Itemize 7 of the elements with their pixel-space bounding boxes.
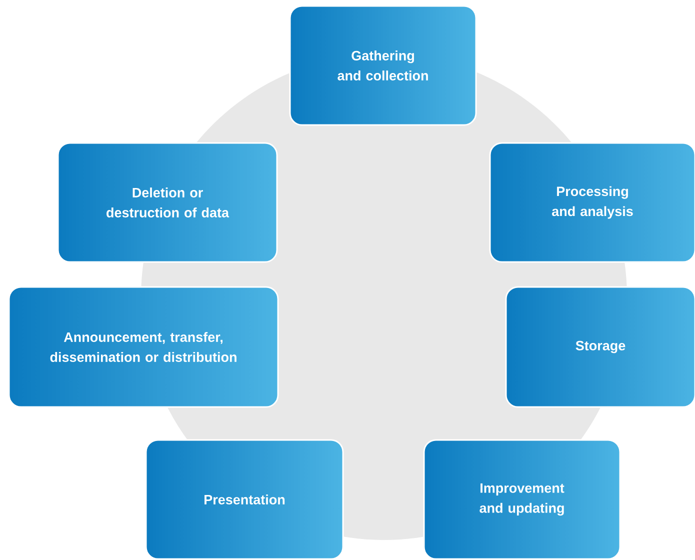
process-box: Processing and analysis	[489, 142, 695, 263]
process-box: Deletion or destruction of data	[57, 142, 278, 263]
process-box: Presentation	[145, 439, 344, 560]
process-box: Improvement and updating	[423, 439, 621, 560]
process-box: Announcement, transfer, dissemination or distribution	[8, 286, 279, 408]
process-box: Gathering and collection	[289, 5, 477, 126]
process-box: Storage	[505, 286, 695, 408]
